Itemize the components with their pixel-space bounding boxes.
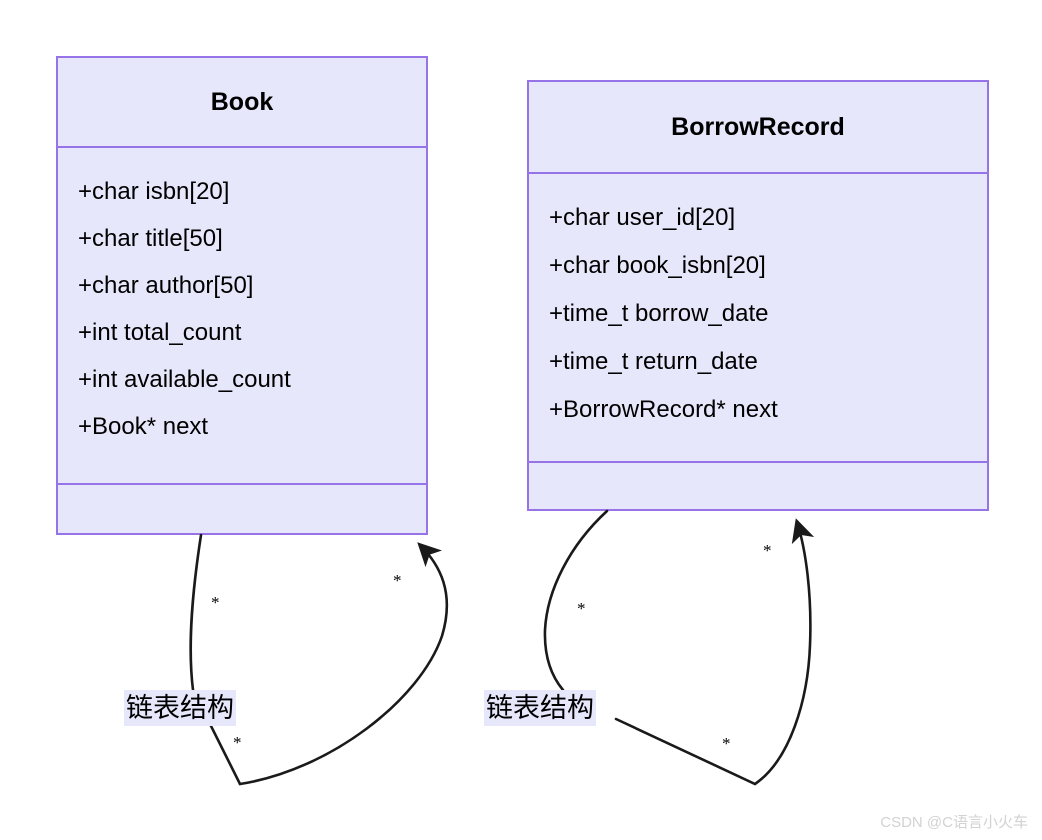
class-attribute: +BorrowRecord* next [549, 396, 778, 423]
class-attribute: +char isbn[20] [78, 178, 230, 205]
multiplicity-marker: * [393, 571, 402, 590]
class-attribute: +time_t return_date [549, 348, 758, 375]
class-attribute: +int total_count [78, 319, 242, 346]
class-attributes-borrowrecord: +char user_id[20] +char book_isbn[20] +t… [529, 174, 987, 463]
association-label-borrowrecord: 链表结构 [484, 690, 596, 726]
class-attribute: +Book* next [78, 413, 209, 440]
class-attribute: +int available_count [78, 366, 291, 393]
association-line-target [614, 518, 815, 786]
association-line-target [238, 542, 449, 786]
class-attributes-book: +char isbn[20] +char title[50] +char aut… [58, 148, 426, 485]
class-title-book: Book [58, 58, 426, 148]
multiplicity-marker: * [211, 593, 220, 612]
class-methods-book [58, 485, 426, 529]
multiplicity-marker: * [233, 733, 242, 752]
class-attribute: +char author[50] [78, 272, 254, 299]
class-attribute: +char user_id[20] [549, 204, 736, 231]
multiplicity-marker: * [763, 541, 772, 560]
class-methods-borrowrecord [529, 463, 987, 509]
uml-class-book[interactable]: Book +char isbn[20] +char title[50] +cha… [56, 56, 428, 535]
multiplicity-marker: * [577, 599, 586, 618]
class-attribute: +time_t borrow_date [549, 300, 769, 327]
uml-class-borrowrecord[interactable]: BorrowRecord +char user_id[20] +char boo… [527, 80, 989, 511]
class-attribute: +char book_isbn[20] [549, 252, 766, 279]
multiplicity-marker: * [722, 734, 731, 753]
association-label-book: 链表结构 [124, 690, 236, 726]
class-attribute: +char title[50] [78, 225, 223, 252]
association-book-self [189, 533, 449, 786]
watermark: CSDN @C语言小火车 [880, 814, 1028, 831]
association-line-source [543, 509, 609, 692]
class-title-borrowrecord: BorrowRecord [529, 82, 987, 174]
